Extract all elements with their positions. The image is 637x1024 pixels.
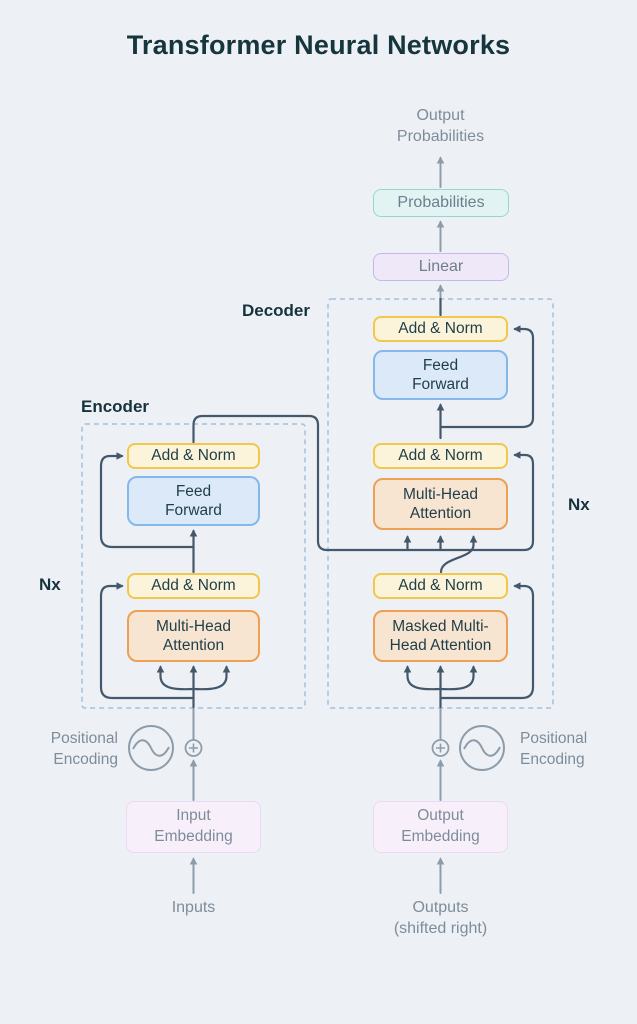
input-embedding-box: Input Embedding <box>126 801 261 853</box>
inputs-label: Inputs <box>171 899 216 916</box>
positional-encoding-right-label: Positional Encoding <box>520 730 588 768</box>
decoder-add-norm-mid-box: Add & Norm <box>373 443 508 469</box>
decoder-add-norm-top-box: Add & Norm <box>373 316 508 342</box>
outputs-label: Outputs (shifted right) <box>393 899 488 938</box>
output-embedding-box: Output Embedding <box>373 801 508 853</box>
positional-encoding-icons <box>128 725 505 771</box>
decoder-add-norm-bottom-box: Add & Norm <box>373 573 508 599</box>
decoder-feed-forward-box: Feed Forward <box>373 350 508 400</box>
output-probabilities-label: Output Probabilities <box>396 107 485 146</box>
encoder-add-norm-bottom-box: Add & Norm <box>127 573 260 599</box>
plus-icon <box>431 739 450 757</box>
gray-connectors <box>189 156 445 894</box>
probabilities-box: Probabilities <box>373 189 509 217</box>
decoder-wires <box>403 297 535 709</box>
positional-encoding-left-label: Positional Encoding <box>50 730 118 768</box>
plus-icon <box>184 739 203 757</box>
sine-wave-icon <box>459 725 505 771</box>
linear-box: Linear <box>373 253 509 281</box>
encoder-multi-head-attention-box: Multi-Head Attention <box>127 610 260 662</box>
encoder-add-norm-top-box: Add & Norm <box>127 443 260 469</box>
encoder-nx-label: Nx <box>39 575 61 594</box>
encoder-section-label: Encoder <box>81 397 150 416</box>
decoder-masked-multi-head-attention-box: Masked Multi- Head Attention <box>373 610 508 662</box>
decoder-section-label: Decoder <box>241 301 310 320</box>
encoder-feed-forward-box: Feed Forward <box>127 476 260 526</box>
decoder-multi-head-attention-box: Multi-Head Attention <box>373 478 508 530</box>
sine-wave-icon <box>128 725 174 771</box>
decoder-nx-label: Nx <box>568 495 590 514</box>
page-title: Transformer Neural Networks <box>126 30 511 60</box>
encoder-wires <box>99 414 535 709</box>
